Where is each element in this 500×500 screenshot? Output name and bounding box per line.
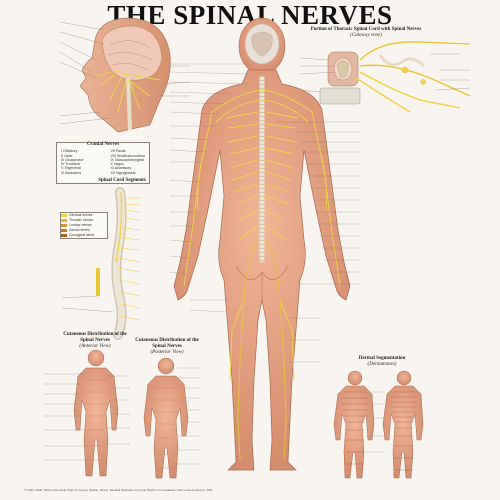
legend-swatch [61, 229, 67, 232]
head-section-illustration [59, 17, 191, 133]
cranial-nerve-item: VIII Vestibulocochlear [110, 153, 145, 158]
copyright-footer: © 1994, 2000, 2002 Anatomical Chart Comp… [24, 488, 213, 492]
thoracic-cord-title: Portion of Thoracic Spinal Cord with Spi… [310, 27, 422, 38]
cutaneous-anterior-title: Cutaneous Distribution of the Spinal Ner… [63, 332, 127, 349]
legend-swatch [61, 224, 67, 227]
cranial-nerve-item: V Trigeminal [61, 166, 81, 171]
cranial-nerve-item: IX Glossopharyngeal [110, 157, 144, 162]
cranial-nerves-right-column: VII Facial VIII Vestibulocochlear IX Glo… [110, 149, 145, 175]
cranial-nerve-item: I Olfactory [61, 149, 78, 154]
cranial-nerve-item: II Optic [61, 153, 73, 158]
cranial-nerves-table: Cranial Nerves I Olfactory II Optic III … [56, 142, 150, 184]
legend-item: Sacral nerves [61, 228, 107, 233]
cutaneous-posterior-illustration [143, 357, 200, 479]
cranial-nerve-item: XI Accessory [110, 166, 132, 171]
legend-item: Coccygeal nerve [61, 233, 107, 238]
cutaneous-posterior-title: Cutaneous Distribution of the Spinal Ner… [135, 338, 199, 355]
cranial-nerve-item: XII Hypoglossal [110, 170, 136, 175]
cranial-nerve-item: VII Facial [110, 149, 126, 154]
cranial-nerves-left-column: I Olfactory II Optic III Oculomotor IV T… [61, 149, 84, 175]
spinal-cord-segments-title: Spinal Cord Segments [98, 178, 146, 183]
legend-item: Cervical nerves [61, 213, 107, 218]
legend-item: Thoracic nerves [61, 218, 107, 223]
legend-swatch [61, 214, 67, 217]
dermatomes-illustration [333, 370, 424, 479]
cranial-nerve-item: X Vagus [110, 162, 124, 167]
segments-legend: Cervical nerves Thoracic nerves Lumbar n… [60, 212, 108, 239]
spinal-column-illustration [61, 187, 141, 340]
legend-swatch [61, 234, 67, 237]
cutaneous-anterior-illustration [44, 349, 130, 477]
legend-item: Lumbar nerves [61, 223, 107, 228]
cranial-nerves-title: Cranial Nerves [86, 142, 120, 147]
legend-swatch [61, 219, 67, 222]
dermal-segmentation-title: Dermal Segmentation (Dermatomes) [358, 356, 406, 367]
cranial-nerve-item: IV Trochlear [61, 162, 81, 167]
cranial-nerve-item: III Oculomotor [61, 157, 84, 162]
posterior-body-illustration [169, 17, 360, 471]
thoracic-cord-illustration [299, 41, 471, 113]
cranial-nerve-item: VI Abducens [61, 170, 82, 175]
